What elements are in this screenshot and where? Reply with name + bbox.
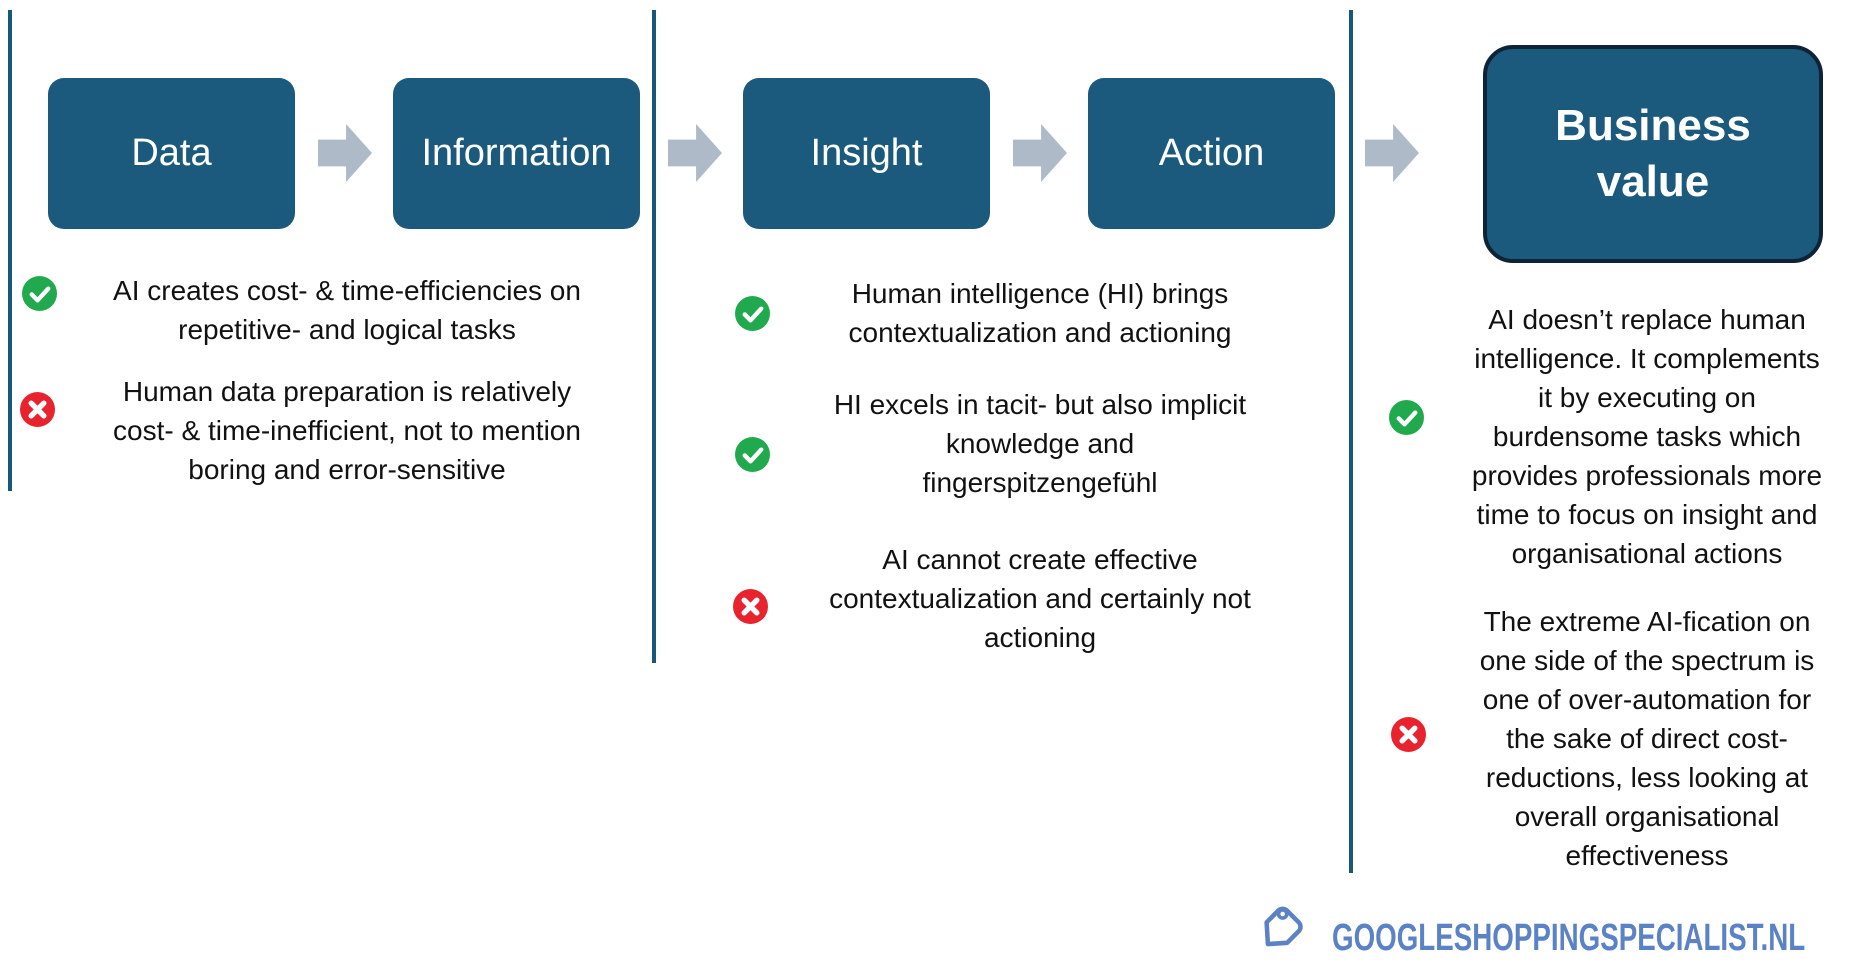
bullet-text: HI excels in tacit- but also implicit kn… [833,389,1247,498]
stage-box-business-value: Business value [1483,45,1823,263]
check-circle-icon [1389,400,1424,435]
bullet-text: Human data preparation is relatively cos… [113,376,581,485]
price-tag-icon [1253,899,1311,961]
stage-box-data: Data [48,78,295,229]
cross-circle-icon [20,392,55,427]
stage-label-information: Information [421,131,612,174]
bullet-text: AI cannot create effective contextualiza… [829,544,1251,653]
flow-arrow-icon [1365,124,1419,182]
logo-site-name: GOOGLESHOPPINGSPECIALIST.NL [1332,917,1806,959]
check-circle-icon [735,437,770,472]
bullet-text: The extreme AI-fication on one side of t… [1479,606,1815,871]
bullet-text: AI doesn’t replace human intelligence. I… [1471,304,1823,569]
flow-arrow-icon [1013,124,1067,182]
left-edge-line [8,10,12,491]
stage-box-insight: Insight [743,78,990,229]
section-divider-1 [652,10,656,663]
flow-arrow-icon [318,124,372,182]
bullet-text: AI creates cost- & time-efficiencies on … [113,275,581,345]
cross-circle-icon [1391,717,1426,752]
stage-box-information: Information [393,78,640,229]
cross-circle-icon [733,589,768,624]
stage-box-action: Action [1088,78,1335,229]
check-circle-icon [22,276,57,311]
stage-label-insight: Insight [810,131,923,174]
flow-arrow-icon [668,124,722,182]
stage-label-data: Data [131,131,212,174]
check-circle-icon [735,296,770,331]
stage-label-action: Action [1158,131,1265,174]
bullet-text: Human intelligence (HI) brings contextua… [848,278,1232,348]
stage-label-business-value: Business value [1555,101,1751,206]
section-divider-2 [1349,10,1353,873]
